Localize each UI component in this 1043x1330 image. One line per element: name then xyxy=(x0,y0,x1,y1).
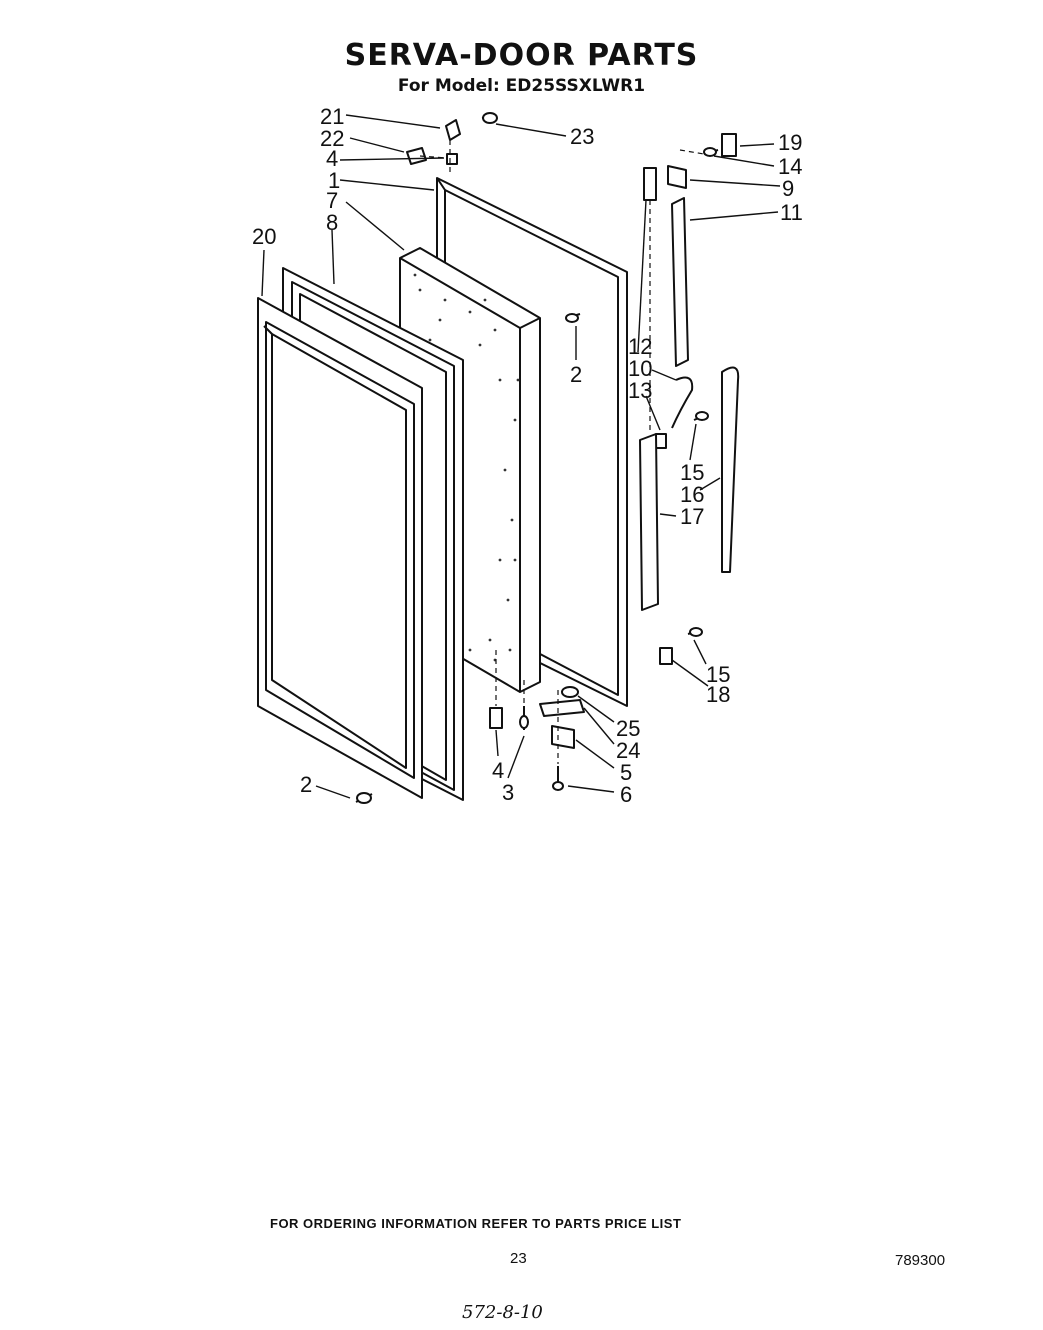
handle-and-trim-parts xyxy=(639,366,740,611)
callout-6: 6 xyxy=(620,782,632,807)
callout-1: 1 xyxy=(328,168,340,193)
ordering-info-text: FOR ORDERING INFORMATION REFER TO PARTS … xyxy=(270,1216,682,1231)
right-hinge-hardware xyxy=(643,133,737,367)
callout-11: 11 xyxy=(780,200,803,225)
callout-labels: 21 22 23 4 1 7 8 20 19 14 9 11 2 12 10 1… xyxy=(252,104,803,807)
callout-4-top: 4 xyxy=(326,146,338,171)
callout-16: 16 xyxy=(680,482,704,507)
callout-2-mid: 2 xyxy=(570,362,582,387)
callout-19: 19 xyxy=(778,130,802,155)
callout-9: 9 xyxy=(782,176,794,201)
callout-22: 22 xyxy=(320,126,344,151)
callout-14: 14 xyxy=(778,154,802,179)
alignment-lines xyxy=(419,140,705,764)
page-title: SERVA-DOOR PARTS xyxy=(344,38,699,73)
callout-3: 3 xyxy=(502,780,514,805)
callout-23: 23 xyxy=(570,124,594,149)
callout-2-bottom: 2 xyxy=(300,772,312,797)
page-number: 23 xyxy=(510,1250,527,1267)
top-hinge-hardware xyxy=(406,112,498,165)
callout-10: 10 xyxy=(628,356,652,381)
callout-20: 20 xyxy=(252,224,276,249)
outer-door-panel-part xyxy=(257,297,423,799)
document-number: 789300 xyxy=(895,1252,946,1269)
callout-21: 21 xyxy=(320,104,344,129)
callout-5: 5 xyxy=(620,760,632,785)
callout-17: 17 xyxy=(680,504,704,529)
callout-15-upper: 15 xyxy=(680,460,704,485)
callout-8: 8 xyxy=(326,210,338,235)
callout-15-lower: 15 xyxy=(706,662,730,687)
leader-lines xyxy=(261,114,781,799)
callout-13: 13 xyxy=(628,378,652,403)
callout-7: 7 xyxy=(326,188,338,213)
bottom-hinge-hardware xyxy=(355,313,585,804)
callout-12: 12 xyxy=(628,334,652,359)
callout-24: 24 xyxy=(616,738,640,763)
callout-4-bottom: 4 xyxy=(492,758,504,783)
lower-bracket-parts xyxy=(659,627,703,665)
callout-18: 18 xyxy=(706,682,730,707)
callout-25: 25 xyxy=(616,716,640,741)
model-subtitle: For Model: ED25SSXLWR1 xyxy=(397,76,646,96)
handwritten-note: 572-8-10 xyxy=(462,1302,543,1323)
